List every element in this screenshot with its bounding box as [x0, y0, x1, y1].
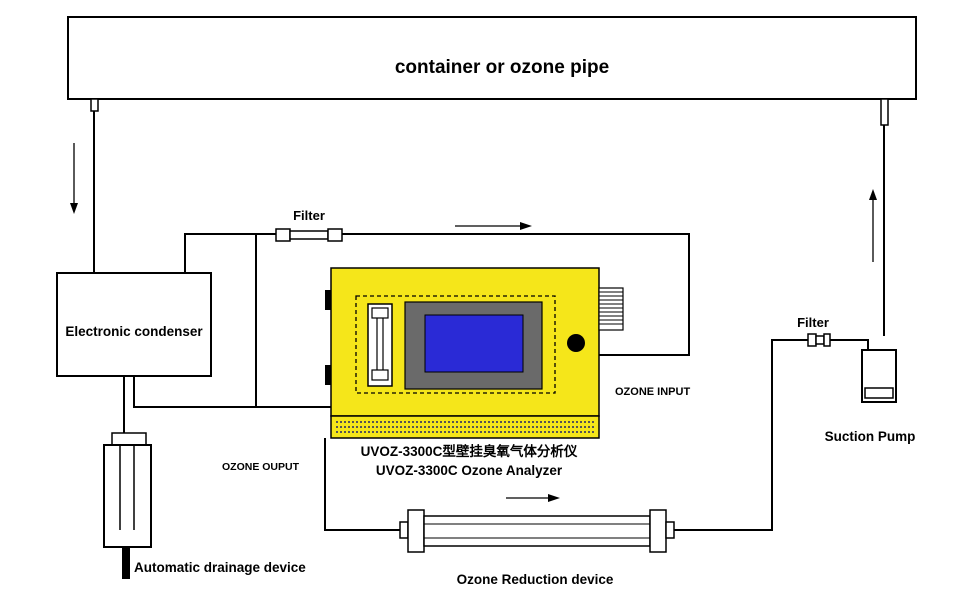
- analyzer-to-reduction-line: [324, 438, 404, 531]
- condenser-to-filter-line: [184, 233, 278, 273]
- knob-icon: [567, 334, 585, 352]
- drainage-device: [103, 432, 152, 579]
- ozone-input-label: OZONE INPUT: [615, 386, 690, 398]
- suction-pump-label: Suction Pump: [825, 429, 916, 444]
- left-pipe-fitting: [90, 98, 99, 112]
- reduction-label: Ozone Reduction device: [457, 572, 614, 587]
- flowmeter: [367, 303, 393, 387]
- filter-to-analyzer-line: [342, 233, 690, 356]
- right-arrow-icon: [455, 222, 532, 230]
- up-arrow-icon: [869, 189, 877, 262]
- ozone-reduction-device: [399, 509, 675, 553]
- latch-top: [325, 290, 331, 310]
- drainage-label: Automatic drainage device: [134, 560, 306, 575]
- filter-left-label: Filter: [293, 208, 325, 223]
- ozone-output-label: OZONE OUPUT: [222, 461, 300, 473]
- condenser-label: Electronic condenser: [65, 324, 203, 339]
- right-arrow-bottom-icon: [506, 494, 560, 502]
- heat-fins: [598, 287, 624, 331]
- front-panel-outline: [355, 295, 556, 394]
- analyzer-output-line: [255, 234, 331, 408]
- ozone-analyzer: [325, 267, 624, 439]
- ozone-pipe-box: [67, 16, 917, 100]
- latch-bottom: [325, 365, 331, 385]
- down-arrow-icon: [70, 143, 78, 214]
- analyzer-title-cn: UVOZ-3300C型壁挂臭氧气体分析仪: [361, 443, 578, 459]
- filter-to-pump-line: [830, 339, 869, 352]
- analyzer-title-en: UVOZ-3300C Ozone Analyzer: [376, 463, 563, 478]
- ozone-pipe-label: container or ozone pipe: [395, 57, 609, 78]
- screen-display: [424, 314, 524, 373]
- filter-left: [275, 228, 343, 242]
- reduction-to-filter-line: [674, 339, 810, 531]
- filter-right: [807, 333, 831, 347]
- drain-bracket-line: [133, 376, 256, 408]
- suction-pump: [861, 349, 897, 403]
- right-pipe-fitting: [880, 98, 889, 126]
- filter-right-label: Filter: [797, 315, 829, 330]
